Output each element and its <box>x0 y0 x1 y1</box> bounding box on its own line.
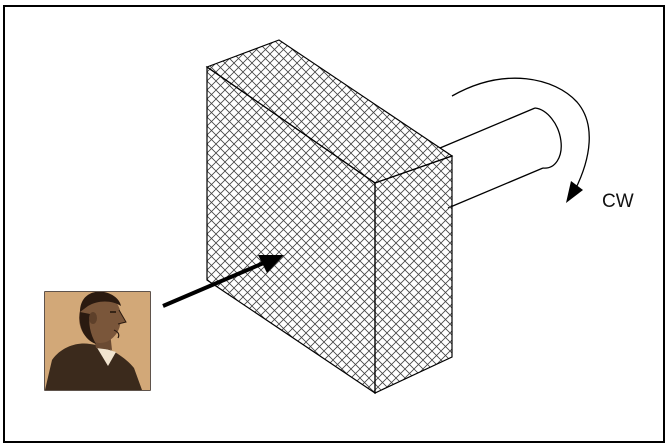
hatched-block <box>205 39 454 395</box>
rotation-direction-label: CW <box>602 191 634 212</box>
block-side-face <box>374 155 453 394</box>
man-portrait-icon <box>44 291 151 391</box>
viewing-arrow <box>162 255 284 308</box>
axle <box>439 107 562 209</box>
block-front-face <box>206 65 376 395</box>
clockwise-arrow-icon <box>451 77 590 203</box>
